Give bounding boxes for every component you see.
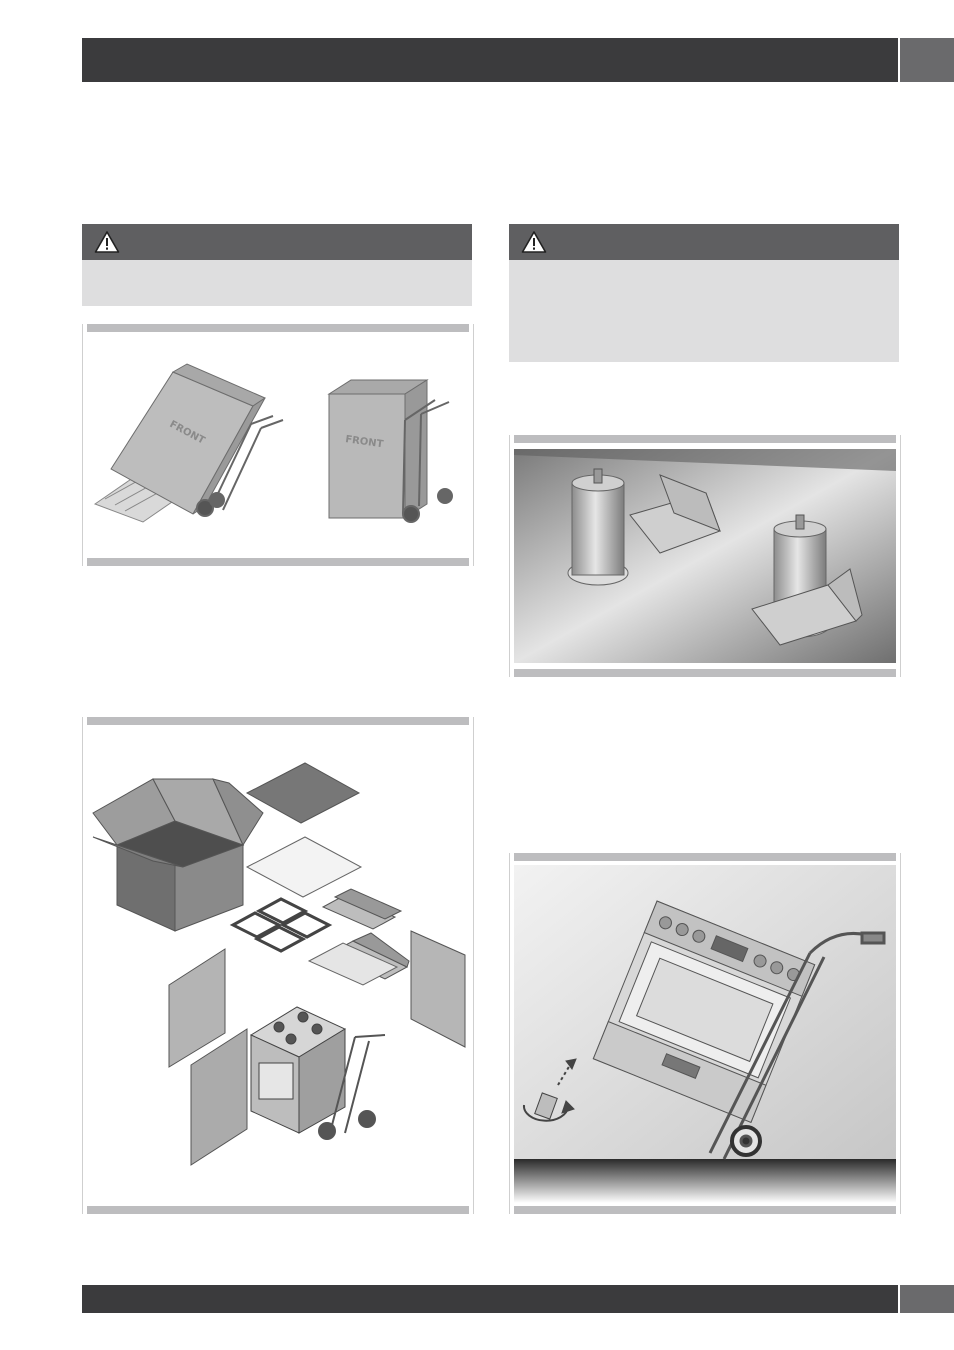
range-on-truck xyxy=(249,1006,347,1134)
leveling-foot xyxy=(522,1058,577,1122)
figure-rule-bottom xyxy=(87,558,469,566)
bracket-1 xyxy=(629,474,721,554)
grates xyxy=(229,897,333,953)
carton-label: FRONT xyxy=(345,434,385,450)
header-bar xyxy=(82,38,898,82)
top-panel xyxy=(245,762,361,824)
hand-truck xyxy=(318,1034,386,1140)
figure-rule-top xyxy=(514,435,896,443)
figure-rule-top xyxy=(87,324,469,332)
figure-rule-bottom xyxy=(514,1206,896,1214)
figure-unpacking xyxy=(82,717,474,1214)
hand-truck-upright xyxy=(402,399,453,523)
warning-header-right xyxy=(509,224,899,260)
warning-body-right xyxy=(509,260,899,362)
side-panel-left xyxy=(168,948,226,1068)
tray xyxy=(307,942,399,986)
figure-leveling xyxy=(509,853,901,1214)
figure-rule-bottom xyxy=(514,669,896,677)
open-box xyxy=(92,778,264,932)
hand-truck xyxy=(708,931,886,1160)
figure-rule-top xyxy=(514,853,896,861)
feet-illustration xyxy=(514,449,896,663)
warning-header-left xyxy=(82,224,472,260)
bracket-2 xyxy=(751,568,863,646)
hand-truck-tilted xyxy=(196,415,284,517)
footer-bar xyxy=(82,1285,898,1313)
upright-carton: FRONT xyxy=(327,379,429,519)
unpacking-illustration xyxy=(92,762,466,1166)
front-panel xyxy=(190,1028,248,1166)
side-panel-right xyxy=(410,930,466,1048)
warning-triangle-icon xyxy=(521,231,547,253)
footer-tab xyxy=(900,1285,954,1313)
figure-rule-top xyxy=(87,717,469,725)
figure-feet xyxy=(509,435,901,677)
warning-body-left xyxy=(82,260,472,306)
figure-rule-bottom xyxy=(87,1206,469,1214)
leveling-foot-1 xyxy=(567,468,629,586)
warning-triangle-icon xyxy=(94,231,120,253)
leveling-illustration xyxy=(514,865,896,1203)
header-tab xyxy=(900,38,954,82)
hand-truck-illustration: FRONT FRONT xyxy=(93,363,453,523)
figure-hand-truck: FRONT FRONT xyxy=(82,324,474,566)
foam-sheet xyxy=(245,836,363,898)
